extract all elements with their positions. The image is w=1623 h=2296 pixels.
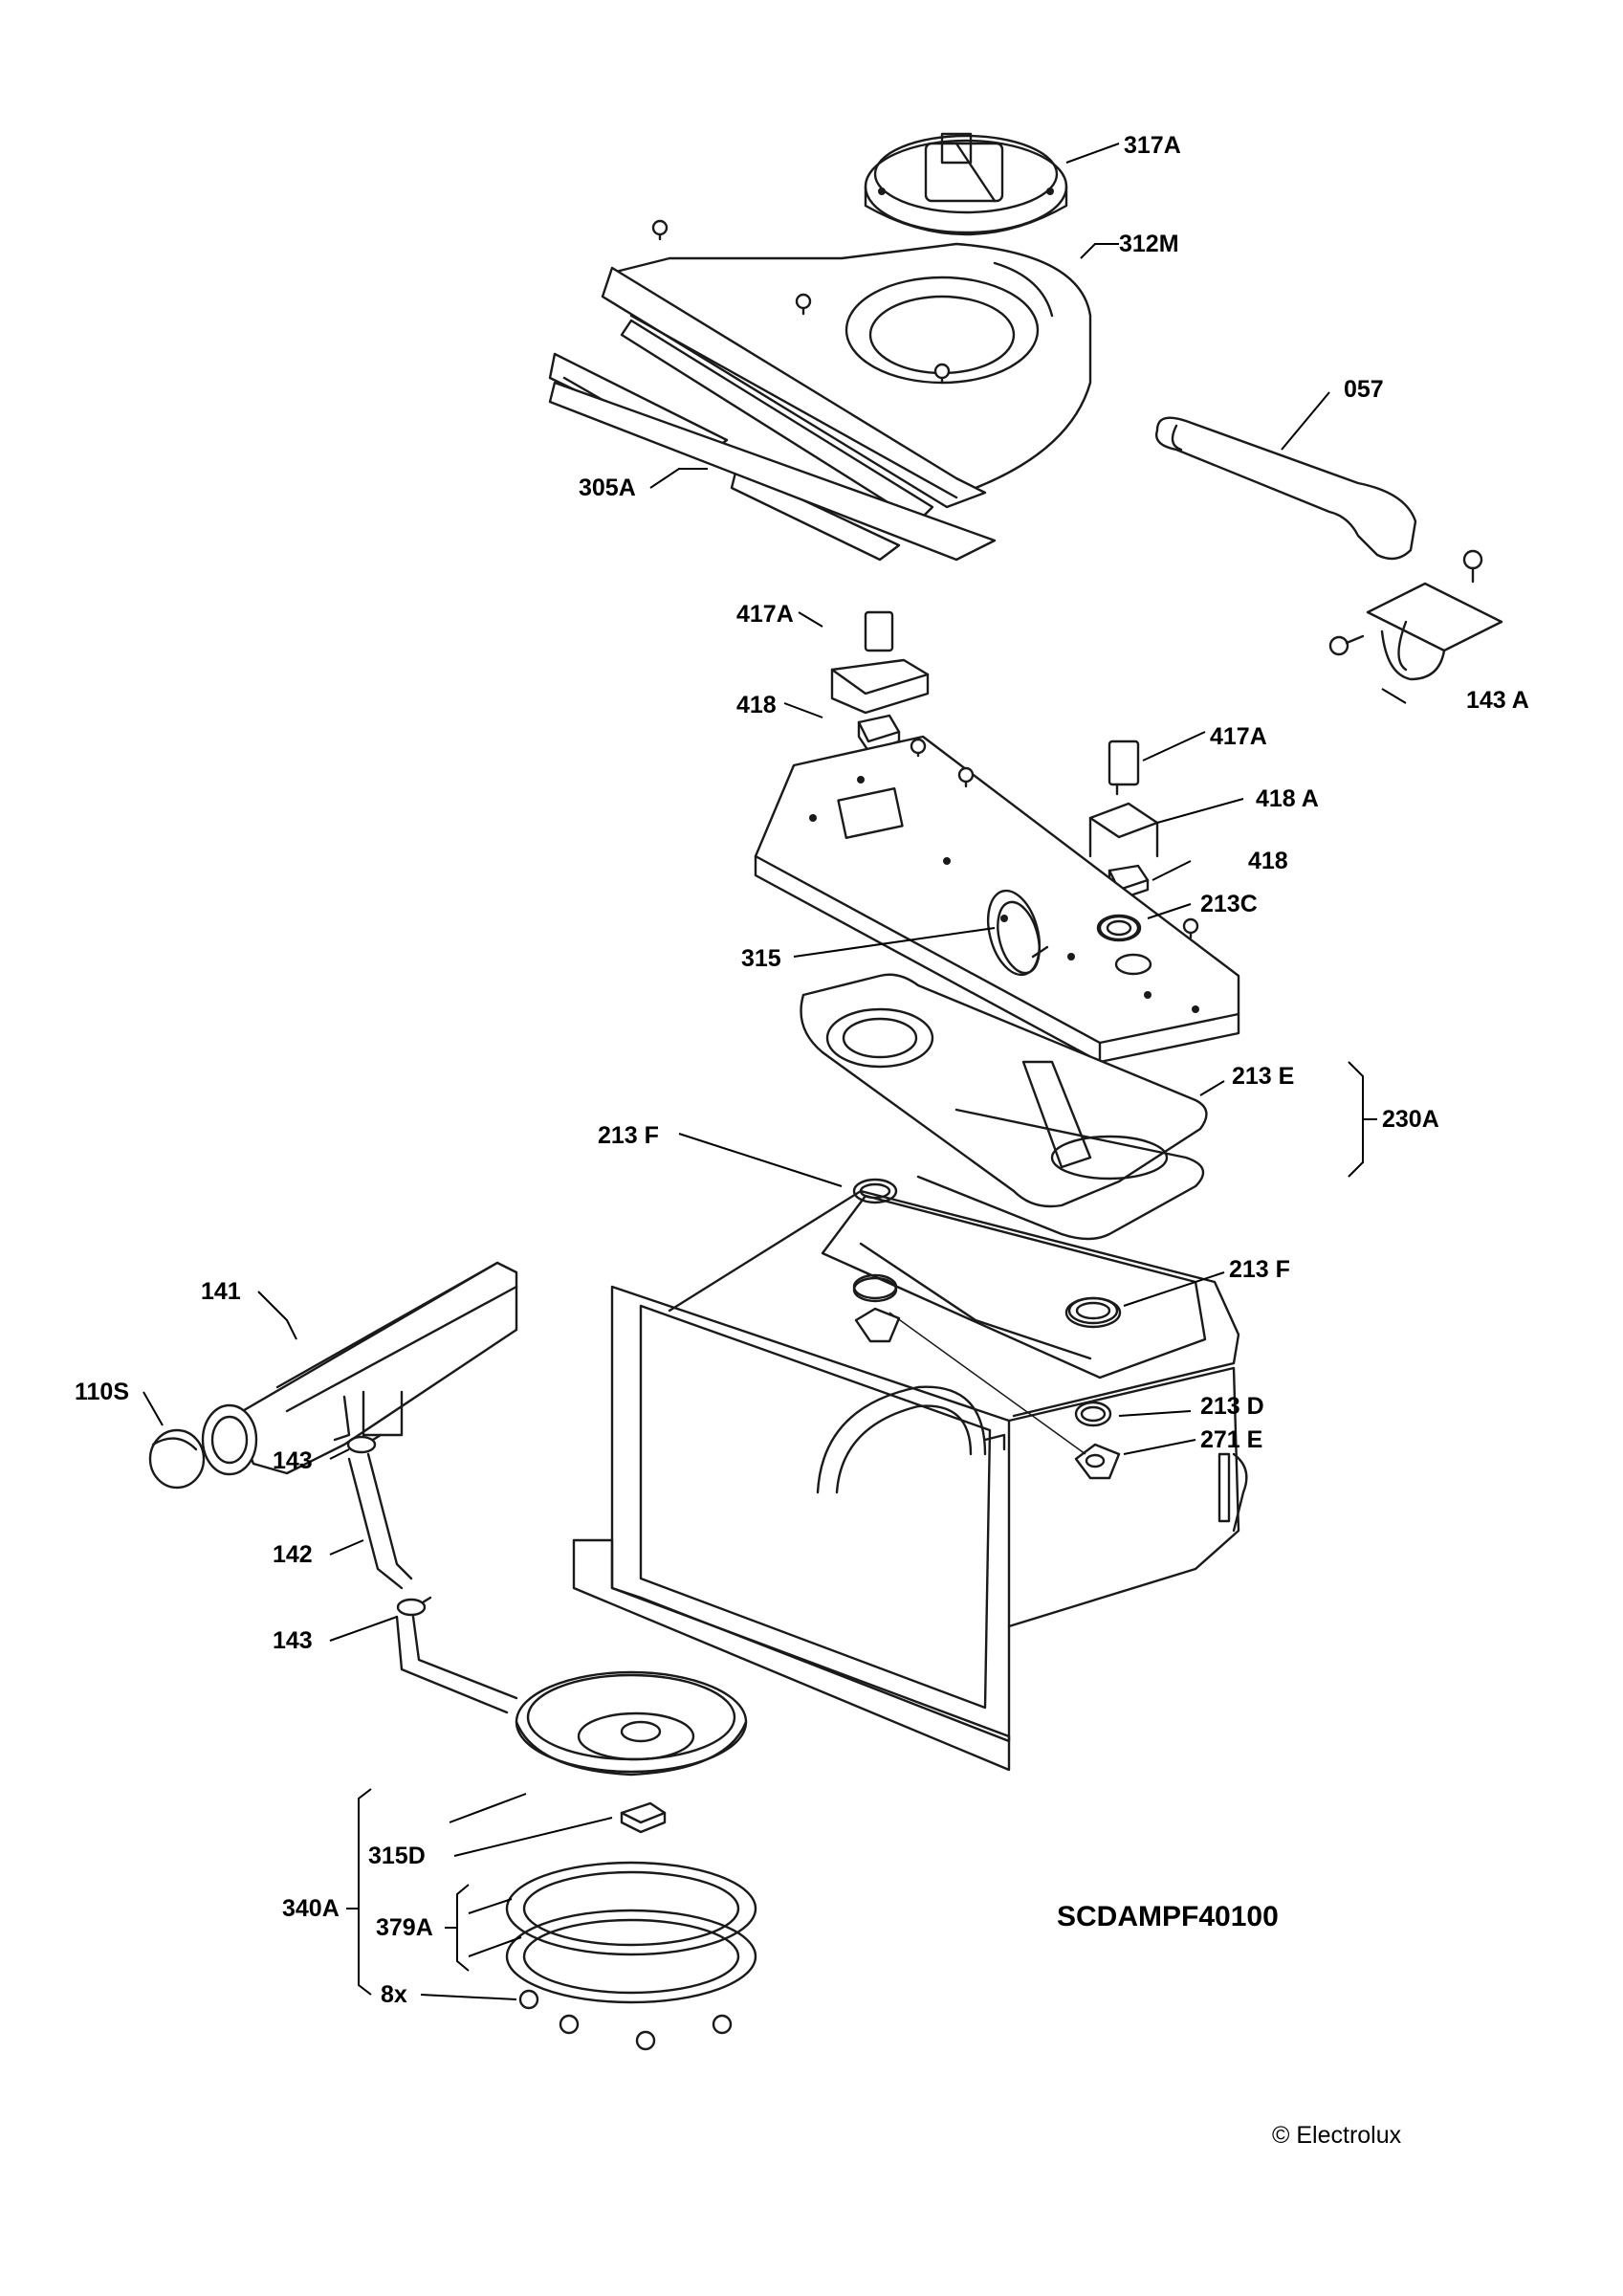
label-142: 142	[273, 1541, 313, 1568]
clip-143-lower[interactable]	[396, 1596, 432, 1617]
label-271E: 271 E	[1200, 1426, 1262, 1453]
label-213F-upper: 213 F	[598, 1122, 659, 1149]
label-315D: 315D	[368, 1843, 426, 1869]
label-417A-upper: 417A	[736, 601, 794, 628]
label-213D: 213 D	[1200, 1393, 1264, 1420]
gasket-ring-213F-lower[interactable]	[1064, 1296, 1122, 1329]
label-317A: 317A	[1124, 132, 1181, 159]
label-379A: 379A	[376, 1914, 433, 1941]
label-213E: 213 E	[1232, 1063, 1294, 1090]
hose-142[interactable]	[347, 1452, 413, 1590]
clip-143-upper[interactable]	[346, 1433, 383, 1454]
label-418-right: 418	[1248, 848, 1288, 874]
label-213F-lower: 213 F	[1229, 1256, 1290, 1283]
duct-305A[interactable]	[548, 219, 997, 562]
clamp-bracket-143A[interactable]	[1328, 549, 1503, 681]
sensor-417A-right[interactable]	[1108, 740, 1140, 796]
plate-230A-lower[interactable]	[916, 1108, 1205, 1241]
steam-duct-141[interactable]	[201, 1261, 518, 1476]
label-417A-right: 417A	[1210, 723, 1267, 750]
bracket-418A[interactable]	[1088, 802, 1159, 858]
label-141: 141	[201, 1278, 241, 1305]
label-340A: 340A	[282, 1895, 340, 1922]
seal-upper-cavity[interactable]	[852, 1276, 1086, 1455]
wire-loom-315[interactable]	[979, 885, 1049, 981]
oven-cavity[interactable]	[572, 1189, 1248, 1772]
seal-271E[interactable]	[1074, 1443, 1121, 1480]
seal-213D[interactable]	[1074, 1401, 1112, 1427]
grommet-213C[interactable]	[1096, 914, 1142, 942]
ring-379A[interactable]	[505, 1861, 757, 2004]
label-143-upper: 143	[273, 1447, 313, 1474]
fan-motor-317A[interactable]	[864, 132, 1068, 236]
thermostat-315D[interactable]	[620, 1801, 667, 1834]
label-418A: 418 A	[1256, 785, 1319, 812]
hose-057[interactable]	[1155, 416, 1417, 561]
label-418-upper: 418	[736, 692, 777, 718]
label-110S: 110S	[75, 1379, 129, 1405]
sensor-417A-upper[interactable]	[830, 610, 930, 715]
label-312M: 312M	[1119, 231, 1179, 257]
leader-lines	[143, 143, 1407, 2000]
top-plate[interactable]	[754, 735, 1240, 1064]
label-315: 315	[741, 945, 781, 972]
gasket-213E[interactable]	[800, 973, 1208, 1208]
label-305A: 305A	[579, 475, 636, 501]
drawing-code: SCDAMPF40100	[1057, 1901, 1279, 1932]
label-143A: 143 A	[1466, 687, 1529, 714]
nuts-8x[interactable]	[518, 1989, 733, 2051]
copyright: © Electrolux	[1272, 2122, 1402, 2149]
cap-110S[interactable]	[148, 1428, 206, 1490]
label-213C: 213C	[1200, 891, 1258, 917]
label-057: 057	[1344, 376, 1384, 403]
label-143-lower: 143	[273, 1627, 313, 1654]
part-labels: 317A 312M 057 305A 417A 418 143 A 417A 4…	[75, 132, 1529, 2008]
label-230A: 230A	[1382, 1106, 1439, 1133]
label-8x: 8x	[381, 1981, 407, 2008]
pan-340A[interactable]	[515, 1670, 748, 1777]
drain-hose[interactable]	[395, 1615, 518, 1714]
